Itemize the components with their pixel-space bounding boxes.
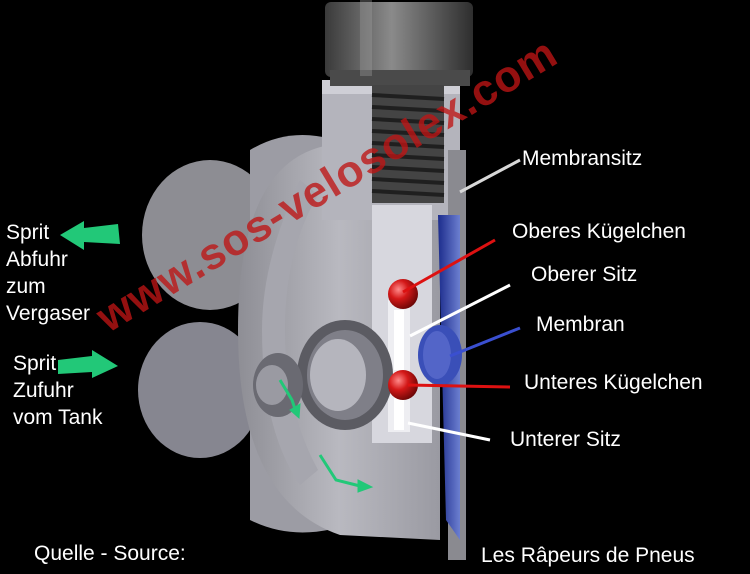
- label-sprit-abfuhr: Sprit Abfuhr zum Vergaser: [6, 219, 90, 327]
- label-line: zum: [6, 275, 46, 298]
- label-sprit-zufuhr: Sprit Zufuhr vom Tank: [13, 350, 103, 431]
- outlet-arrow: [60, 221, 120, 250]
- inlet-arrow: [58, 350, 118, 378]
- internal-flow-arrows: [278, 379, 374, 493]
- label-oberes-kuegelchen: Oberes Kügelchen: [512, 220, 686, 243]
- label-line: Zufuhr: [13, 379, 74, 402]
- cap-nut: [325, 0, 473, 86]
- membrane-assembly: [418, 150, 466, 560]
- inlet-fitting: [253, 320, 393, 430]
- source-caption: Quelle - Source:: [34, 542, 186, 565]
- label-line: Sprit: [13, 352, 57, 375]
- threaded-screw: [371, 85, 445, 203]
- label-membransitz: Membransitz: [522, 147, 643, 170]
- label-unteres-kuegelchen: Unteres Kügelchen: [524, 371, 703, 394]
- pointer-lines: [402, 158, 521, 442]
- label-unterer-sitz: Unterer Sitz: [510, 428, 621, 451]
- label-line: Vergaser: [6, 302, 91, 325]
- label-line: Abfuhr: [6, 248, 68, 271]
- source-name: Les Râpeurs de Pneus: [481, 544, 695, 567]
- label-line: Sprit: [6, 221, 50, 244]
- label-membran: Membran: [536, 313, 625, 336]
- label-line: vom Tank: [13, 406, 103, 429]
- label-oberer-sitz: Oberer Sitz: [531, 263, 638, 286]
